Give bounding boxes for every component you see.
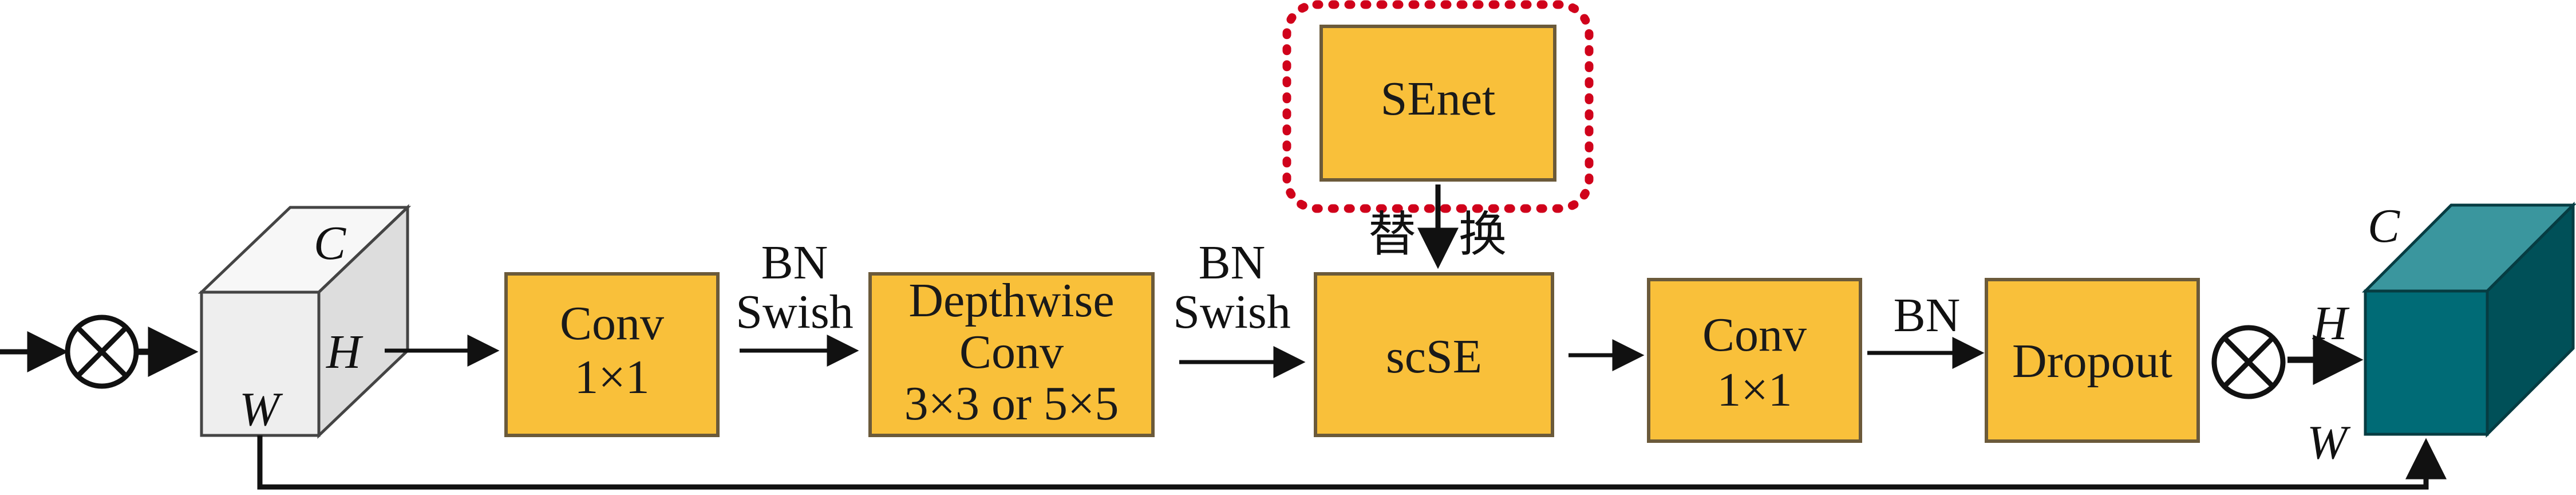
- output-cube-c-label: C: [2368, 199, 2400, 253]
- replace-label-left: 替: [1368, 209, 1416, 262]
- depthwise-line3: 3×3 or 5×5: [904, 377, 1119, 430]
- bn-3-label: BN: [1894, 289, 1961, 342]
- input-cube-c-label: C: [314, 217, 346, 270]
- output-cube-w-label: W: [2307, 416, 2351, 469]
- bn-swish-2-line1: BN: [1199, 236, 1266, 289]
- dropout-label: Dropout: [2012, 335, 2172, 388]
- depthwise-line2: Conv: [959, 325, 1064, 379]
- scse-label: scSE: [1386, 330, 1482, 383]
- output-cube-h-label: H: [2312, 297, 2350, 350]
- skip-connection-path: [257, 435, 2447, 490]
- depthwise-conv-box: Depthwise Conv 3×3 or 5×5: [868, 272, 1155, 437]
- input-feature-cube: C H W: [197, 204, 412, 439]
- multiply-input-icon: [65, 315, 139, 389]
- conv2-line2: 1×1: [1717, 363, 1792, 417]
- conv1x1-line2: 1×1: [574, 351, 649, 404]
- input-cube-h-label: H: [326, 325, 364, 379]
- conv1x1-second-box: Conv 1×1: [1647, 278, 1862, 443]
- scse-box: scSE: [1314, 272, 1554, 437]
- depthwise-line1: Depthwise: [908, 274, 1114, 327]
- replace-label-right: 换: [1459, 209, 1507, 262]
- senet-box: SEnet: [1319, 25, 1556, 182]
- bn-swish-2-line2: Swish: [1173, 285, 1290, 339]
- bn-swish-1-line2: Swish: [736, 285, 853, 339]
- dropout-box: Dropout: [1985, 278, 2200, 443]
- output-cube-front: [2364, 289, 2489, 436]
- conv1x1-box: Conv 1×1: [504, 272, 720, 437]
- senet-label: SEnet: [1381, 72, 1496, 125]
- multiply-output-icon: [2211, 325, 2286, 399]
- output-feature-cube: C H W: [2307, 199, 2576, 469]
- input-cube-front: [200, 290, 321, 437]
- bn-swish-1-line1: BN: [761, 236, 828, 289]
- input-cube-w-label: W: [239, 383, 283, 436]
- conv2-line1: Conv: [1702, 308, 1807, 362]
- conv1x1-line1: Conv: [560, 297, 664, 350]
